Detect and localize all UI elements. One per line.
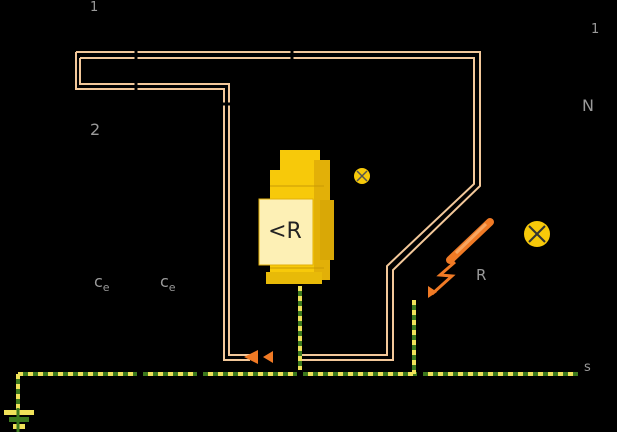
coil-a-label: ce	[94, 272, 110, 294]
lamp-icon-small	[354, 168, 370, 184]
label-top-left: 1	[90, 0, 99, 15]
label-neutral: N	[582, 96, 594, 115]
label-pe: s	[584, 360, 591, 375]
label-top-right: 1	[591, 22, 600, 37]
conductor-loop	[75, 51, 481, 361]
current-arrows	[244, 350, 273, 364]
earth-ground-icon	[4, 408, 34, 432]
relay-label: <R	[268, 219, 302, 244]
earth-gaps	[137, 370, 423, 378]
lamp-icon-large	[524, 221, 550, 247]
label-r: R	[476, 266, 487, 284]
label-two: 2	[90, 120, 101, 139]
break-markers	[134, 50, 294, 106]
relay-module-icon	[258, 150, 334, 284]
coil-b-label: ce	[160, 272, 176, 294]
fault-current-arrow-icon	[428, 218, 494, 298]
earth-conductor	[16, 286, 578, 410]
coil-a-sub: e	[102, 281, 110, 294]
coil-b-sub: e	[168, 281, 176, 294]
coil-b-main: c	[160, 272, 169, 291]
coil-a-main: c	[94, 272, 103, 291]
